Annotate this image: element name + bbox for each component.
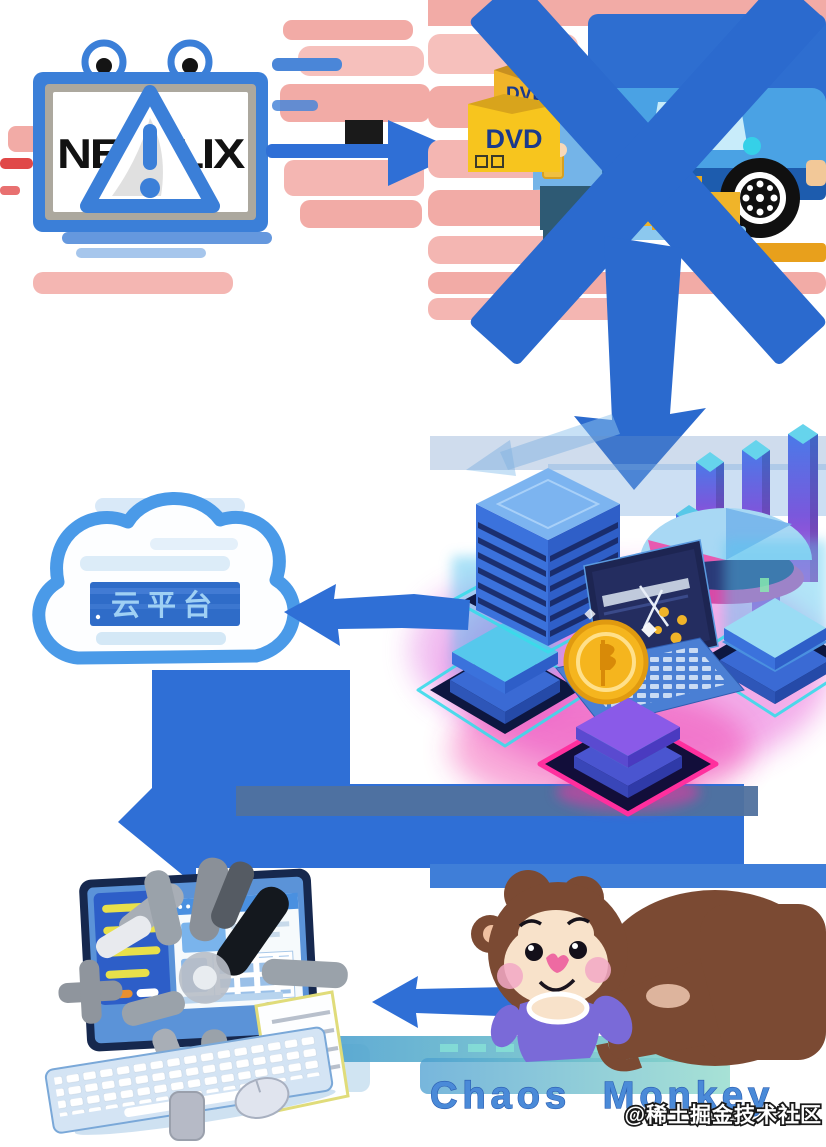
monkey-eye bbox=[569, 941, 587, 959]
watermark-text: @稀土掘金技术社区 bbox=[625, 1103, 822, 1127]
mouse bbox=[234, 1077, 290, 1119]
warning-triangle-icon bbox=[80, 85, 220, 213]
dvd-delivery-scene: DVD DVD DVD D bbox=[468, 0, 826, 365]
van-mirror bbox=[743, 137, 761, 155]
cloud-platform: 云平台 bbox=[32, 492, 301, 665]
pink-brush-strokes-left bbox=[0, 20, 430, 294]
crashed-computer bbox=[58, 857, 348, 1110]
van-bumper bbox=[806, 160, 826, 186]
server-platform-right bbox=[686, 598, 826, 718]
sparkle-icon bbox=[641, 621, 657, 638]
cross-out-x-icon bbox=[470, 0, 826, 365]
coin-icon bbox=[563, 619, 649, 705]
arrow-down-left-wash-icon bbox=[500, 414, 620, 470]
monkey-eyebrow bbox=[518, 919, 542, 928]
monkey-cheek bbox=[497, 963, 523, 989]
blue-brush-dashes-left bbox=[62, 58, 342, 258]
keyboard bbox=[44, 1026, 336, 1135]
monkey-eye bbox=[525, 943, 543, 961]
phone bbox=[169, 1091, 205, 1141]
chaos-platform-pink bbox=[537, 698, 719, 817]
chaos-monkey-character bbox=[471, 870, 633, 1062]
cloud-platform-label: 云平台 bbox=[111, 588, 219, 622]
carried-dvd-boxes: DVD DVD bbox=[468, 60, 560, 172]
netflix-sign: NETFLIX bbox=[33, 39, 268, 232]
chaos-monkey-caption: Chaos Monkey bbox=[430, 1075, 774, 1117]
dvd-box-label: DVD bbox=[485, 124, 542, 154]
monkey-mouth bbox=[538, 978, 576, 992]
monkey-arm-blob bbox=[596, 890, 826, 1072]
laptop bbox=[555, 539, 745, 727]
arrow-right-icon bbox=[266, 120, 462, 186]
server-platform-left bbox=[416, 622, 594, 748]
arrow-left-icon bbox=[284, 584, 470, 646]
arrow-down-left-wash-tip bbox=[466, 440, 516, 476]
monkey-nose bbox=[546, 953, 569, 973]
